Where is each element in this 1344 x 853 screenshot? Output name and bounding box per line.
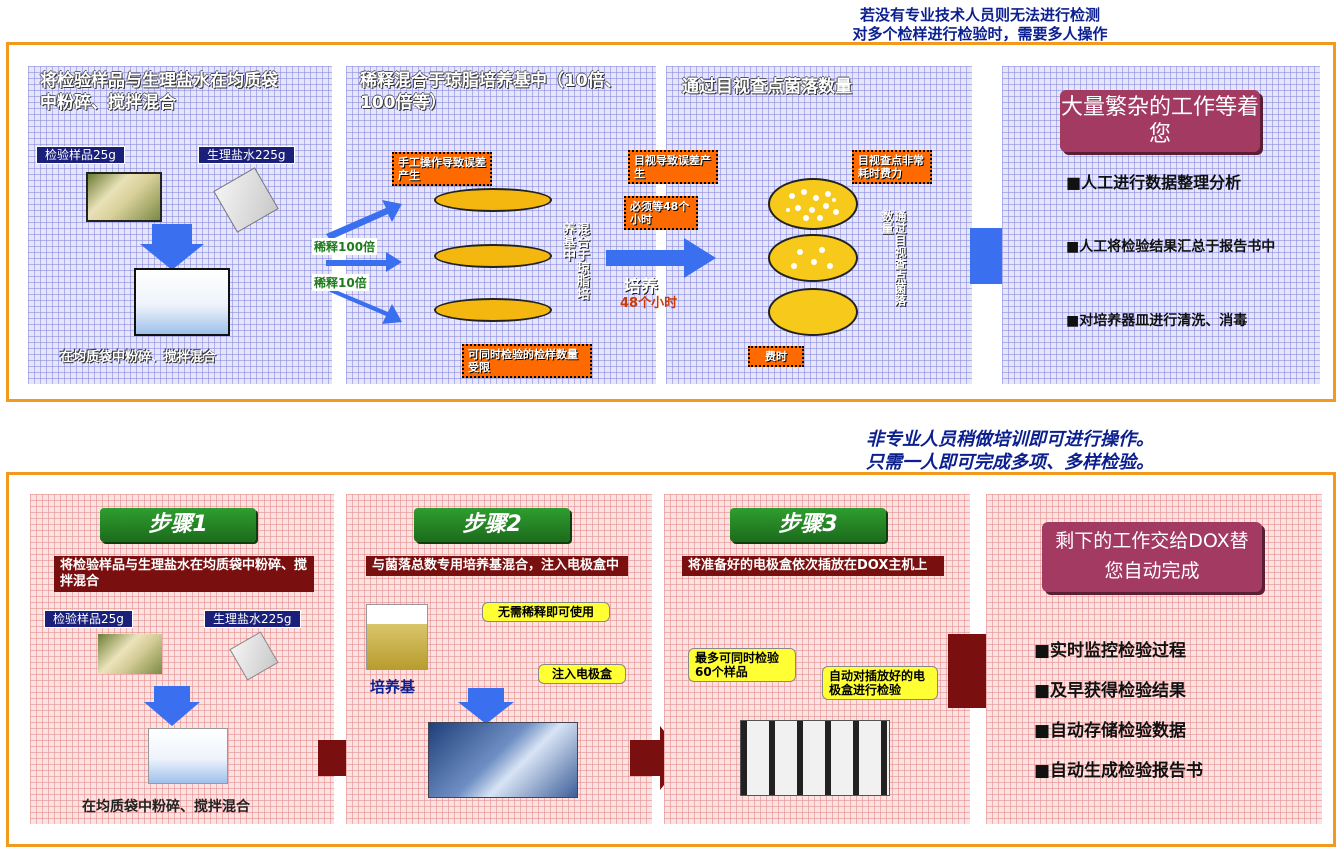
top-panel-2 bbox=[346, 66, 656, 384]
dox-item-1: ■实时监控检验过程 bbox=[1034, 641, 1187, 661]
top-col2-vertical-text: 混合于琼脂培养基中 bbox=[560, 222, 589, 300]
incubate-label: 培养 bbox=[624, 277, 658, 297]
incubate-time: 48个小时 bbox=[620, 296, 678, 311]
workload-item-2: ■人工将检验结果汇总于报告书中 bbox=[1066, 239, 1276, 255]
top-col3-heading: 通过目视查点菌落数量 bbox=[682, 77, 852, 97]
dox-result-title: 剩下的工作交给DOX替您自动完成 bbox=[1042, 522, 1262, 592]
step2-badge: 步骤2 bbox=[414, 508, 570, 542]
workload-item-3: ■对培养器皿进行清洗、消毒 bbox=[1066, 313, 1248, 329]
step2-down-arrow-icon bbox=[458, 688, 514, 724]
bottom-note: 非专业人员稍做培训即可进行操作。 只需一人即可完成多项、多样检验。 bbox=[800, 428, 1220, 474]
colony-dish-1 bbox=[768, 178, 858, 230]
food-sample-image bbox=[86, 172, 162, 222]
step1-saline-label: 生理盐水225g bbox=[204, 610, 301, 628]
step3-badge: 步骤3 bbox=[730, 508, 886, 542]
no-dilution-callout: 无需稀释即可使用 bbox=[482, 602, 610, 622]
homogenizer-bag-image bbox=[134, 268, 230, 336]
colony-dots-1 bbox=[786, 189, 839, 221]
step1-bag-image bbox=[148, 728, 228, 784]
workload-item-1: ■人工进行数据整理分析 bbox=[1066, 173, 1242, 192]
culture-medium-label: 培养基 bbox=[370, 678, 416, 696]
colony-dish-3 bbox=[768, 288, 858, 336]
step1-caption: 在均质袋中粉碎、搅拌混合 bbox=[82, 799, 250, 815]
dox-device-image bbox=[740, 720, 890, 796]
colony-dish-2 bbox=[768, 234, 858, 282]
top-col1-heading: 将检验样品与生理盐水在均质袋中粉碎、搅拌混合 bbox=[40, 71, 278, 113]
culture-medium-image bbox=[366, 604, 428, 670]
colony-dots-2 bbox=[791, 247, 833, 269]
top-note: 若没有专业技术人员则无法进行检测 对多个检样进行检验时，需要多人操作 bbox=[730, 6, 1230, 44]
electrode-box-image bbox=[428, 722, 578, 798]
workload-title: 大量繁杂的工作等着您 bbox=[1060, 90, 1260, 152]
step1-badge: 步骤1 bbox=[100, 508, 256, 542]
manual-error-callout: 手工操作导致误差产生 bbox=[392, 152, 492, 186]
step1-down-arrow-icon bbox=[144, 686, 200, 726]
step1-sample-label: 检验样品25g bbox=[44, 610, 133, 628]
top-col1-caption: 在均质袋中粉碎、搅拌混合 bbox=[60, 350, 217, 365]
top-col3-vertical-text: 通过目视查点菌落数量 bbox=[880, 210, 907, 306]
auto-test-callout: 自动对插放好的电极盒进行检验 bbox=[822, 666, 938, 700]
top-note-line2: 对多个检样进行检验时，需要多人操作 bbox=[852, 25, 1108, 43]
top-col2-heading: 稀释混合于琼脂培养基中（10倍、100倍等） bbox=[360, 71, 622, 113]
dilute-10-tag: 稀释10倍 bbox=[312, 274, 369, 291]
wait-48h-callout: 必须等48个小时 bbox=[624, 196, 698, 230]
dox-item-2: ■及早获得检验结果 bbox=[1034, 681, 1187, 701]
step1-food-image bbox=[98, 634, 162, 674]
inject-callout: 注入电极盒 bbox=[538, 664, 626, 684]
step1-banner: 将检验样品与生理盐水在均质袋中粉碎、搅拌混合 bbox=[54, 556, 314, 592]
down-arrow-icon bbox=[140, 224, 204, 270]
step2-banner: 与菌落总数专用培养基混合，注入电极盒中 bbox=[366, 556, 628, 576]
dox-item-3: ■自动存储检验数据 bbox=[1034, 721, 1187, 741]
dilution-arrows-icon bbox=[326, 200, 402, 324]
petri-dish-2 bbox=[434, 244, 552, 268]
petri-dish-1 bbox=[434, 188, 552, 212]
top-panel-1 bbox=[28, 66, 332, 384]
top-note-line1: 若没有专业技术人员则无法进行检测 bbox=[859, 6, 1100, 24]
time-callout: 费时 bbox=[748, 346, 804, 367]
max-samples-callout: 最多可同时检验60个样品 bbox=[688, 648, 796, 682]
top-sample-label: 检验样品25g bbox=[36, 146, 125, 164]
sample-limit-callout: 可同时检验的检样数量受限 bbox=[462, 344, 592, 378]
step3-banner: 将准备好的电极盒依次插放在DOX主机上 bbox=[682, 556, 944, 576]
bottom-note-line2: 只需一人即可完成多项、多样检验。 bbox=[866, 452, 1154, 473]
incubate-arrow-icon bbox=[606, 238, 716, 278]
dox-item-4: ■自动生成检验报告书 bbox=[1034, 761, 1204, 781]
top-saline-label: 生理盐水225g bbox=[198, 146, 295, 164]
dilute-100-tag: 稀释100倍 bbox=[312, 238, 378, 255]
effort-callout: 目视查点非常耗时费力 bbox=[852, 150, 932, 184]
bottom-note-line1: 非专业人员稍做培训即可进行操作。 bbox=[866, 429, 1154, 450]
petri-dish-3 bbox=[434, 298, 552, 322]
visual-error-callout: 目视导致误差产生 bbox=[628, 150, 718, 184]
